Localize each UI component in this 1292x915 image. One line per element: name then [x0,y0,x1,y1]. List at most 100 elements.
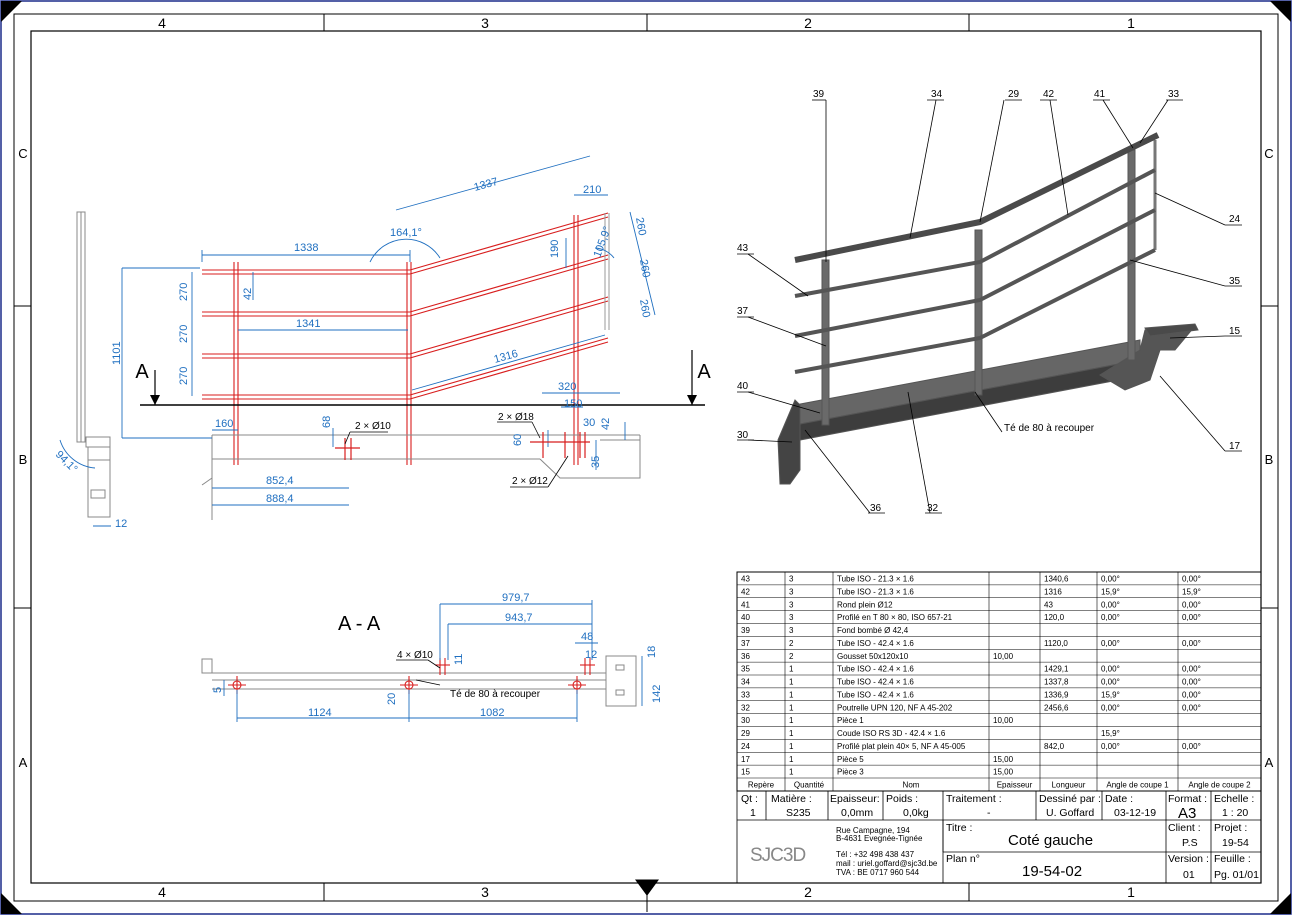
balloon-42: 42 [1043,89,1055,100]
titre-value: Coté gauche [1008,832,1093,849]
drawing-frame [30,30,1262,884]
address-line-4: Tél : +32 498 438 437 [836,850,915,859]
zone-col-3-bottom: 3 [481,884,489,900]
svg-text:SJC3D: SJC3D [750,845,805,866]
version-label: Version : [1168,853,1209,865]
balloon-37: 37 [737,306,749,317]
bom-cell: Gousset 50x120x10 [837,652,909,661]
balloon-33: 33 [1168,89,1180,100]
zone-col-4-bottom: 4 [158,884,166,900]
zone-col-3-top: 3 [481,15,489,31]
bom-header: Repère [748,781,775,790]
dim-94-1-deg: 94,1° [53,449,80,476]
client-label: Client : [1168,822,1201,834]
bom-header: Epaisseur [997,781,1033,790]
traitement-value: - [987,807,991,819]
bom-cell: 30 [741,716,750,725]
bom-cell: 0,00° [1182,613,1201,622]
bom-cell: 0,00° [1101,613,1120,622]
bom-cell: 33 [741,690,750,699]
dim-42: 42 [242,288,254,300]
bom-cell: 1 [789,768,794,777]
zone-row-a-left: A [19,755,28,770]
poids-value: 0,0kg [903,807,929,819]
bom-cell: Tube ISO - 21.3 × 1.6 [837,575,914,584]
bom-cell: 10,00 [993,652,1014,661]
dim-888-4: 888,4 [266,493,294,505]
zone-row-b-left: B [19,452,28,467]
bom-cell: 0,00° [1101,575,1120,584]
section-label-left: A [135,361,149,383]
zone-row-c-right: C [1264,146,1273,161]
balloon-29: 29 [1008,89,1020,100]
bom-cell: 41 [741,600,750,609]
bom-cell: 17 [741,755,750,764]
sec-dim-20: 20 [386,693,398,705]
format-label: Format : [1168,793,1207,805]
dim-852-4: 852,4 [266,475,294,487]
hole-note-2xd12: 2 × Ø12 [512,476,548,487]
zone-col-2-top: 2 [804,15,812,31]
bom-cell: 1120,0 [1044,639,1068,648]
company-logo: SJC3D [750,845,806,866]
dim-260-c: 260 [637,298,652,318]
bom-cell: 15,00 [993,768,1014,777]
balloon-41: 41 [1094,89,1106,100]
bom-cell: 10,00 [993,716,1014,725]
bom-cell: 15,9° [1101,587,1120,596]
section-view: A - A 979,7 [201,592,663,722]
balloon-34: 34 [931,89,943,100]
bom-cell: 32 [741,703,750,712]
bom-cell: 0,00° [1101,639,1120,648]
bom-cell: 0,00° [1101,742,1120,751]
zone-col-2-bottom: 2 [804,884,812,900]
hole-note-2xd10: 2 × Ø10 [355,421,391,432]
dim-12: 12 [115,518,127,530]
bom-cell: 1 [789,703,794,712]
dim-150: 150 [564,398,582,410]
sec-hole-4xd10: 4 × Ø10 [397,650,433,661]
bom-cell: 842,0 [1044,742,1065,751]
balloon-30: 30 [737,430,749,441]
bom-cell: 0,00° [1101,665,1120,674]
dim-260-a: 260 [633,216,648,236]
bom-cell: 0,00° [1101,678,1120,687]
epaisseur-value: 0,0mm [841,807,873,819]
bom-cell: 3 [789,626,794,635]
bom-cell: 0,00° [1182,678,1201,687]
dim-35: 35 [590,456,602,468]
bom-cell: 0,00° [1101,600,1120,609]
bom-cell: Tube ISO - 21.3 × 1.6 [837,587,914,596]
bom-cell: 24 [741,742,750,751]
bom-cell: 40 [741,613,750,622]
bom-cell: 29 [741,729,750,738]
bom-cell: 2 [789,652,794,661]
dim-68: 68 [321,416,333,428]
bom-cell: 1 [789,716,794,725]
dim-270-a: 270 [178,283,190,301]
bom-cell: 35 [741,665,750,674]
bom-cell: Pièce 1 [837,716,864,725]
bom-cell: 1316 [1044,587,1062,596]
dim-164-1-deg: 164,1° [390,227,422,239]
bom-header: Angle de coupe 1 [1106,781,1169,790]
bom-cell: Tube ISO - 42.4 × 1.6 [837,639,914,648]
dim-320: 320 [558,381,576,393]
bom-cell: 34 [741,678,750,687]
bom-cell: 0,00° [1182,690,1201,699]
bom-cell: 0,00° [1182,600,1201,609]
sec-dim-1124: 1124 [308,707,332,719]
plan-label: Plan n° [946,853,980,865]
bom-cell: 1 [789,678,794,687]
dim-270-b: 270 [178,325,190,343]
address-line-6: TVA : BE 0717 960 544 [836,868,920,877]
balloon-32: 32 [927,503,939,514]
bom-cell: Rond plein Ø12 [837,600,893,609]
dim-1337: 1337 [473,176,500,194]
bom-cell: Pièce 3 [837,768,864,777]
bom-cell: 3 [789,600,794,609]
matiere-value: S235 [786,807,811,819]
title-block [736,790,1262,884]
